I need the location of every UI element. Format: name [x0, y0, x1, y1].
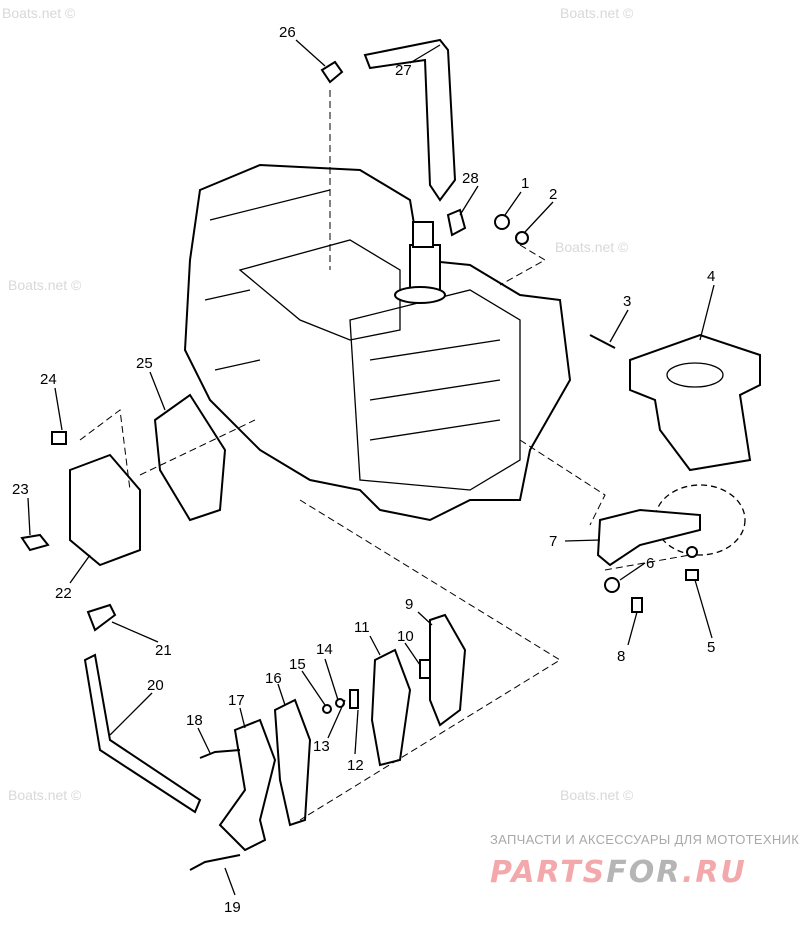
label-20: 20: [147, 677, 164, 694]
label-18: 18: [186, 712, 203, 729]
part-17-plate: [218, 718, 277, 852]
label-2: 2: [549, 186, 557, 203]
part-22-cover: [69, 453, 141, 567]
label-8: 8: [617, 648, 625, 665]
watermark: Boats.net ©: [8, 787, 82, 803]
label-28: 28: [462, 170, 479, 187]
label-6: 6: [646, 555, 654, 572]
label-4: 4: [707, 268, 715, 285]
logo-part-parts: PARTS: [490, 855, 607, 890]
label-17: 17: [228, 692, 245, 709]
part-16-plate: [273, 698, 312, 827]
logo-part-ru: .RU: [681, 855, 747, 890]
logo-part-for: FOR: [606, 855, 682, 890]
label-3: 3: [623, 293, 631, 310]
label-24: 24: [40, 371, 57, 388]
label-23: 23: [12, 481, 29, 498]
label-10: 10: [397, 628, 414, 645]
engine-block: [183, 163, 572, 522]
watermark: Boats.net ©: [560, 5, 634, 21]
part-27-hose: [363, 38, 457, 202]
label-19: 19: [224, 899, 241, 916]
leader-lines: [27, 39, 715, 896]
small-parts: [20, 60, 699, 871]
label-25: 25: [136, 355, 153, 372]
part-7-bracket: [596, 508, 701, 567]
part-20-hose: [83, 653, 202, 814]
label-9: 9: [405, 596, 413, 613]
part-11-plate: [370, 648, 412, 767]
label-21: 21: [155, 642, 172, 659]
label-26: 26: [279, 24, 296, 41]
label-5: 5: [707, 639, 715, 656]
label-13: 13: [313, 738, 330, 755]
label-15: 15: [289, 656, 306, 673]
watermark: Boats.net ©: [2, 5, 76, 21]
label-1: 1: [521, 175, 529, 192]
label-27: 27: [395, 62, 412, 79]
watermark: Boats.net ©: [555, 239, 629, 255]
part-labels: 1 2 3 4 5 6 7 8 9 10 11 12 13 14 15 16 1…: [12, 24, 715, 916]
label-16: 16: [265, 670, 282, 687]
label-22: 22: [55, 585, 72, 602]
part-25-gasket: [153, 393, 227, 522]
brand-subtitle: ЗАПЧАСТИ И АКСЕССУАРЫ ДЛЯ МОТОТЕХНИКИ: [490, 832, 800, 847]
watermark: Boats.net ©: [560, 787, 634, 803]
brand-logo: PARTSFOR.RU: [490, 856, 747, 890]
label-7: 7: [549, 533, 557, 550]
watermark: Boats.net ©: [8, 277, 82, 293]
alignment-lines: [79, 90, 691, 821]
part-9-plate: [429, 613, 467, 727]
label-12: 12: [347, 757, 364, 774]
label-11: 11: [354, 619, 370, 636]
label-14: 14: [316, 641, 333, 658]
